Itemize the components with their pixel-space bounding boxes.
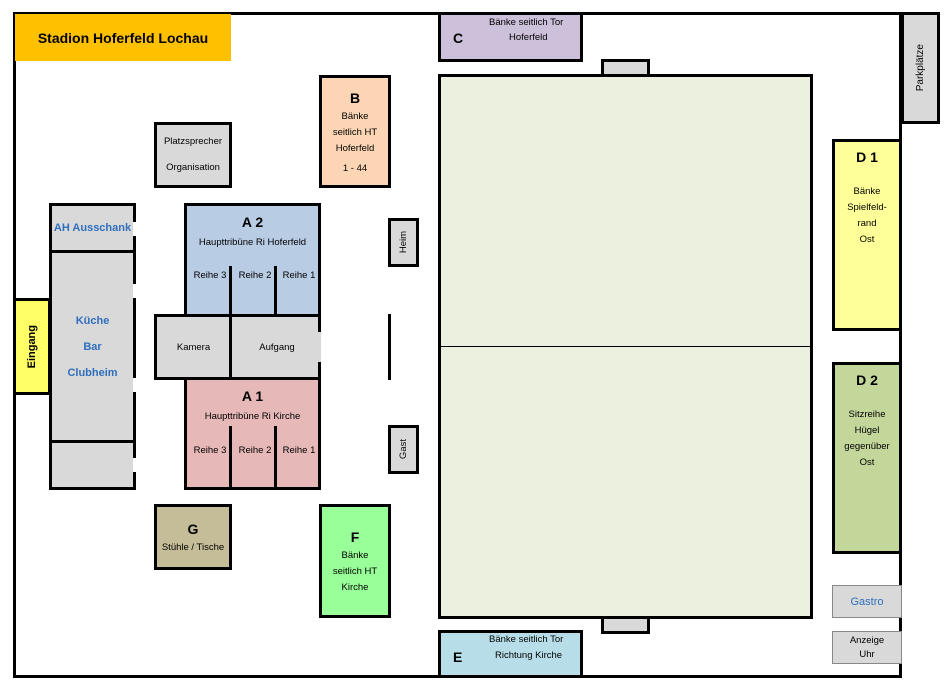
home-label: Heim [397, 231, 409, 254]
section-c-letter: C [453, 30, 464, 46]
kitchen-label: Küche [75, 314, 110, 327]
a2-row-2: Reihe 2 [238, 270, 272, 281]
section-d2-letter: D 2 [856, 372, 878, 388]
section-d2-line: Ost [859, 457, 875, 468]
door-gap [133, 222, 136, 236]
ah-bar-label: AH Ausschank [53, 222, 132, 234]
section-b-letter: B [349, 89, 361, 106]
section-b-line: Bänke [341, 110, 369, 122]
bench-wall [388, 314, 391, 380]
section-g-letter: G [187, 521, 199, 537]
clubhouse-label: Clubheim [67, 366, 118, 379]
row-divider [274, 266, 277, 316]
guest-bench: Gast [388, 425, 419, 474]
section-f: F Bänke seitlich HT Kirche [319, 504, 391, 618]
section-a1: A 1 Haupttribüne Ri Kirche Reihe 3 Reihe… [184, 377, 321, 490]
scoreboard-line1: Anzeige [849, 634, 885, 646]
speaker-line1: Platzsprecher [163, 136, 223, 147]
section-a2-subtitle: Haupttribüne Ri Hoferfeld [198, 237, 307, 248]
section-c-line1: Bänke seitlich Tor [489, 17, 564, 28]
section-a1-letter: A 1 [241, 388, 264, 404]
clubhouse-main: Küche Bar Clubheim [49, 250, 136, 443]
section-d1-line: Spielfeld- [847, 202, 887, 213]
parking-label: Parkplätze [914, 44, 926, 92]
a1-row-2: Reihe 2 [238, 445, 272, 456]
scoreboard-line2: Uhr [859, 648, 875, 660]
clubhouse-annex [49, 440, 136, 490]
door-gap [133, 378, 136, 392]
page-title: Stadion Hoferfeld Lochau [15, 14, 231, 61]
section-e: E Bänke seitlich Tor Richtung Kirche [438, 630, 583, 678]
middle-strip: Kamera Aufgang [154, 314, 321, 380]
stairs-opening [318, 332, 321, 362]
stairs-label: Aufgang [259, 341, 295, 353]
section-d2-line: Hügel [854, 425, 880, 436]
door-gap [133, 284, 136, 298]
section-e-line1: Bänke seitlich Tor [489, 634, 564, 645]
section-b: B Bänke seitlich HT Hoferfeld 1 - 44 [319, 75, 391, 188]
section-f-line: seitlich HT [332, 566, 378, 577]
section-d2-line: gegenüber [844, 441, 890, 452]
section-d1-line: rand [857, 218, 877, 229]
entrance-label: Eingang [26, 324, 38, 369]
halfway-line [441, 346, 810, 347]
bar-label: Bar [83, 340, 102, 353]
section-a2-letter: A 2 [241, 214, 264, 230]
section-a1-subtitle: Haupttribüne Ri Kirche [204, 411, 301, 422]
section-d1-line: Bänke [853, 186, 881, 197]
section-g: G Stühle / Tische [154, 504, 232, 570]
goal-north [601, 59, 650, 77]
a2-row-3: Reihe 3 [193, 270, 227, 281]
section-f-line: Bänke [341, 550, 369, 561]
section-f-line: Kirche [341, 582, 369, 593]
section-f-letter: F [350, 529, 360, 545]
section-d1: D 1 Bänke Spielfeld- rand Ost [832, 139, 902, 331]
scoreboard: Anzeige Uhr [832, 631, 902, 664]
a1-row-1: Reihe 1 [282, 445, 316, 456]
camera-label: Kamera [176, 341, 211, 353]
section-e-line2: Richtung Kirche [495, 650, 563, 661]
clubhouse-ah-bar: AH Ausschank [49, 203, 136, 253]
section-g-text: Stühle / Tische [161, 542, 225, 553]
section-e-letter: E [453, 649, 463, 665]
row-divider [274, 426, 277, 489]
gastro-label: Gastro [850, 595, 884, 608]
section-c-line2: Hoferfeld [509, 32, 548, 43]
row-divider [229, 266, 232, 316]
section-b-line: 1 - 44 [342, 162, 368, 174]
a1-row-3: Reihe 3 [193, 445, 227, 456]
section-b-line: Hoferfeld [335, 142, 375, 154]
guest-label: Gast [397, 439, 409, 460]
door-gap [133, 458, 136, 472]
section-d2-line: Sitzreihe [848, 409, 886, 420]
home-bench: Heim [388, 218, 419, 267]
row-divider [229, 426, 232, 489]
parking-area: Parkplätze [901, 12, 940, 124]
entrance: Eingang [13, 298, 51, 395]
speaker-booth: Platzsprecher Organisation [154, 122, 232, 188]
camera-divider [229, 316, 232, 378]
goal-south [601, 616, 650, 634]
section-d2: D 2 Sitzreihe Hügel gegenüber Ost [832, 362, 902, 554]
a2-row-1: Reihe 1 [282, 270, 316, 281]
gastro-stand: Gastro [832, 585, 902, 618]
section-c: C Bänke seitlich Tor Hoferfeld [438, 12, 583, 62]
section-b-line: seitlich HT [332, 126, 378, 138]
speaker-line2: Organisation [166, 162, 220, 173]
section-d1-line: Ost [859, 234, 875, 245]
section-d1-letter: D 1 [856, 149, 878, 165]
section-a2: A 2 Haupttribüne Ri Hoferfeld Reihe 3 Re… [184, 203, 321, 317]
